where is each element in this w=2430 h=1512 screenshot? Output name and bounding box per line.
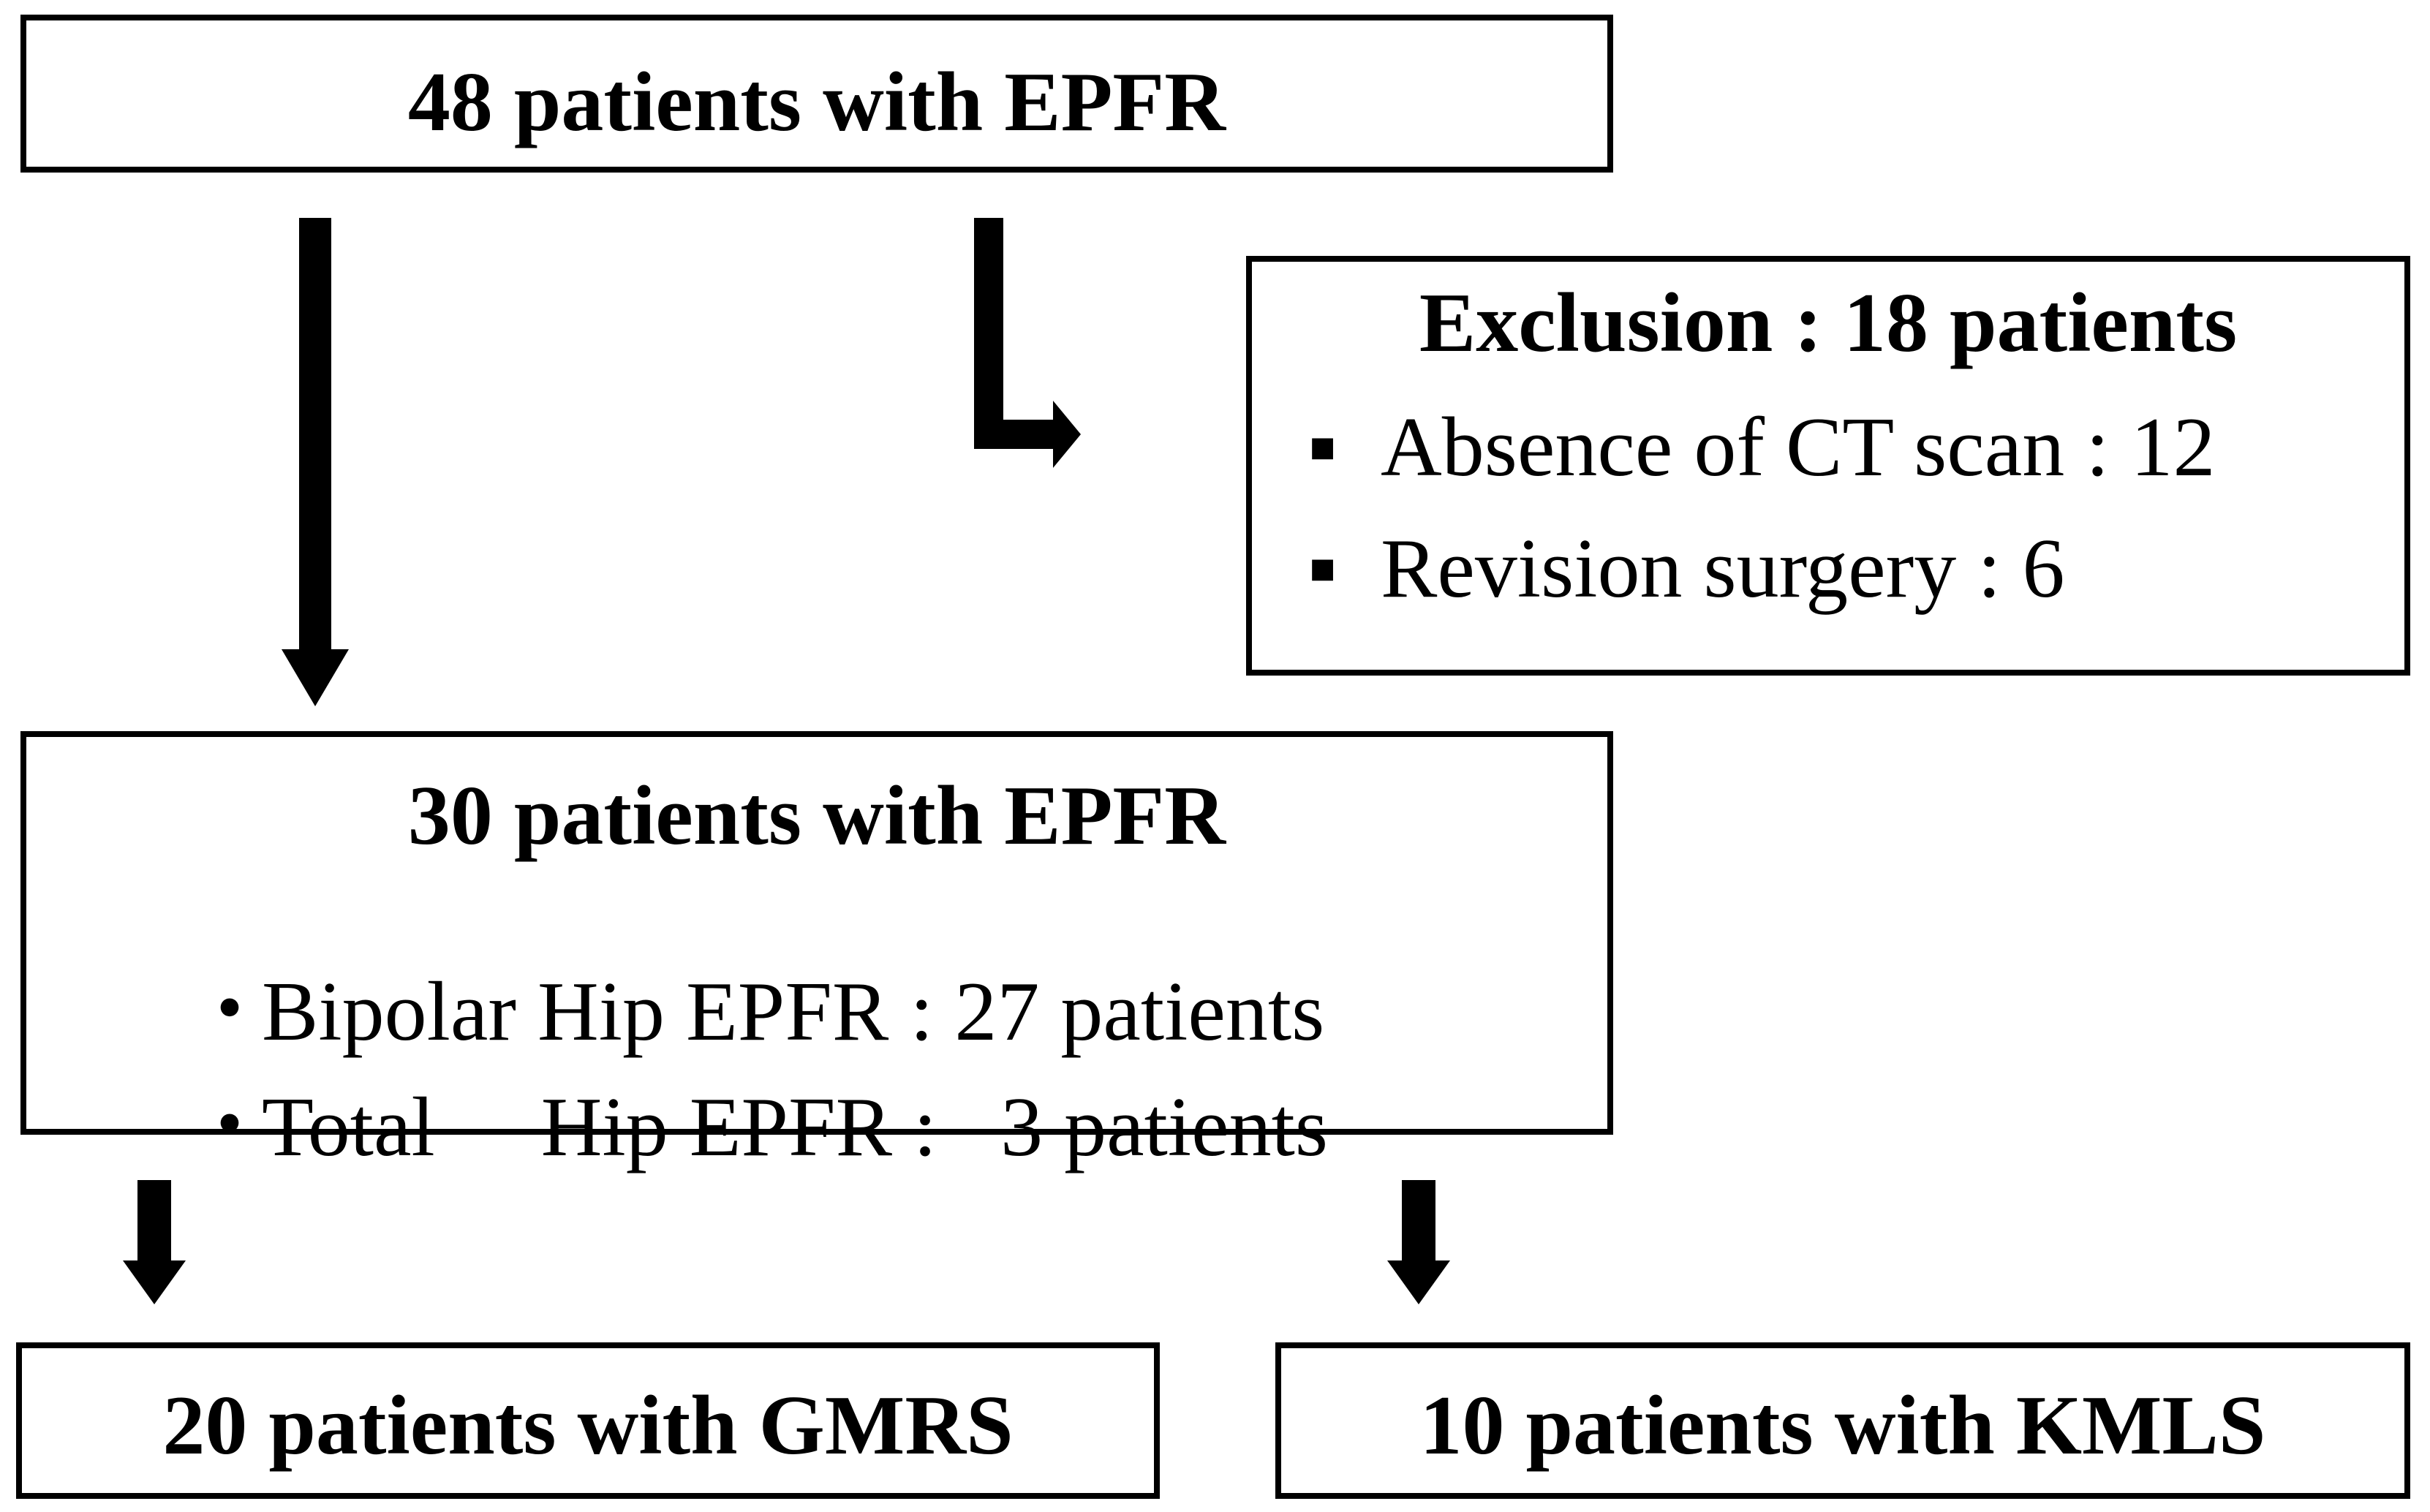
arrow-down-kmls [1387, 1180, 1450, 1304]
arrow-down-main [282, 218, 349, 706]
kmls-box-title: 10 patients with KMLS [1419, 1379, 2266, 1473]
middle-item-text: Total Hip EPFR : 3 patients [262, 1081, 1328, 1174]
exclusion-box: Exclusion : 18 patients ▪Absence of CT s… [1246, 256, 2410, 676]
exclusion-item: ▪Absence of CT scan : 12 [1308, 405, 2215, 490]
middle-box-title: 30 patients with EPFR [407, 769, 1226, 863]
gmrs-box-title: 20 patients with GMRS [162, 1379, 1014, 1473]
exclusion-item-text: Absence of CT scan : 12 [1381, 401, 2216, 494]
middle-item: ・Total Hip EPFR : 3 patients [102, 1000, 1328, 1255]
exclusion-title: Exclusion : 18 patients [1419, 276, 2238, 370]
top-box-title: 48 patients with EPFR [407, 56, 1226, 149]
kmls-box: 10 patients with KMLS [1275, 1342, 2410, 1499]
exclusion-item-text: Revision surgery : 6 [1381, 522, 2065, 616]
middle-item: ・Bipolar Hip EPFR : 27 patients [102, 885, 1324, 1139]
gmrs-box: 20 patients with GMRS [16, 1342, 1160, 1499]
bullet-icon: ・ [187, 1081, 272, 1174]
middle-box: 30 patients with EPFR ・Bipolar Hip EPFR … [20, 731, 1613, 1170]
arrow-down-gmrs [123, 1180, 186, 1304]
bullet-icon: ▪ [1308, 522, 1338, 616]
arrow-elbow-exclusion [974, 218, 1081, 468]
middle-item-text: Bipolar Hip EPFR : 27 patients [262, 965, 1325, 1059]
exclusion-item: ▪Revision surgery : 6 [1308, 526, 2064, 611]
top-box: 48 patients with EPFR [20, 15, 1613, 173]
bullet-icon: ・ [187, 965, 272, 1059]
bullet-icon: ▪ [1308, 401, 1338, 494]
